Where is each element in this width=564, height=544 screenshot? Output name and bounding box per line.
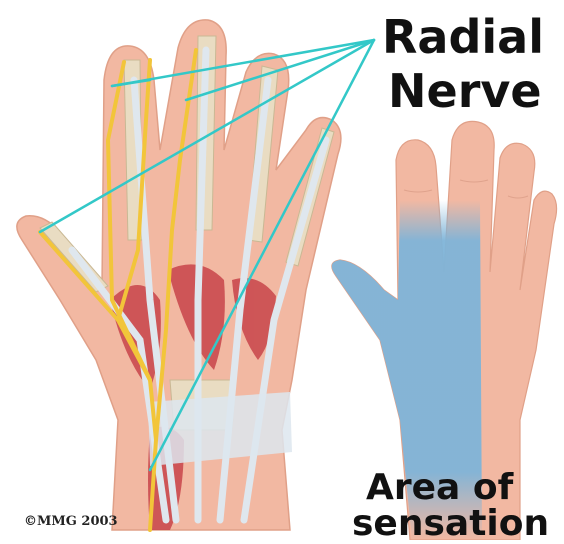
copyright-notice: ©MMG 2003 — [24, 514, 118, 529]
sensation-label-line-1: Area of — [366, 470, 513, 506]
anatomy-hand — [17, 20, 341, 530]
sensation-label-line-2: sensation — [352, 506, 549, 542]
title-line-1: Radial — [382, 14, 544, 60]
title-line-2: Nerve — [388, 68, 542, 114]
